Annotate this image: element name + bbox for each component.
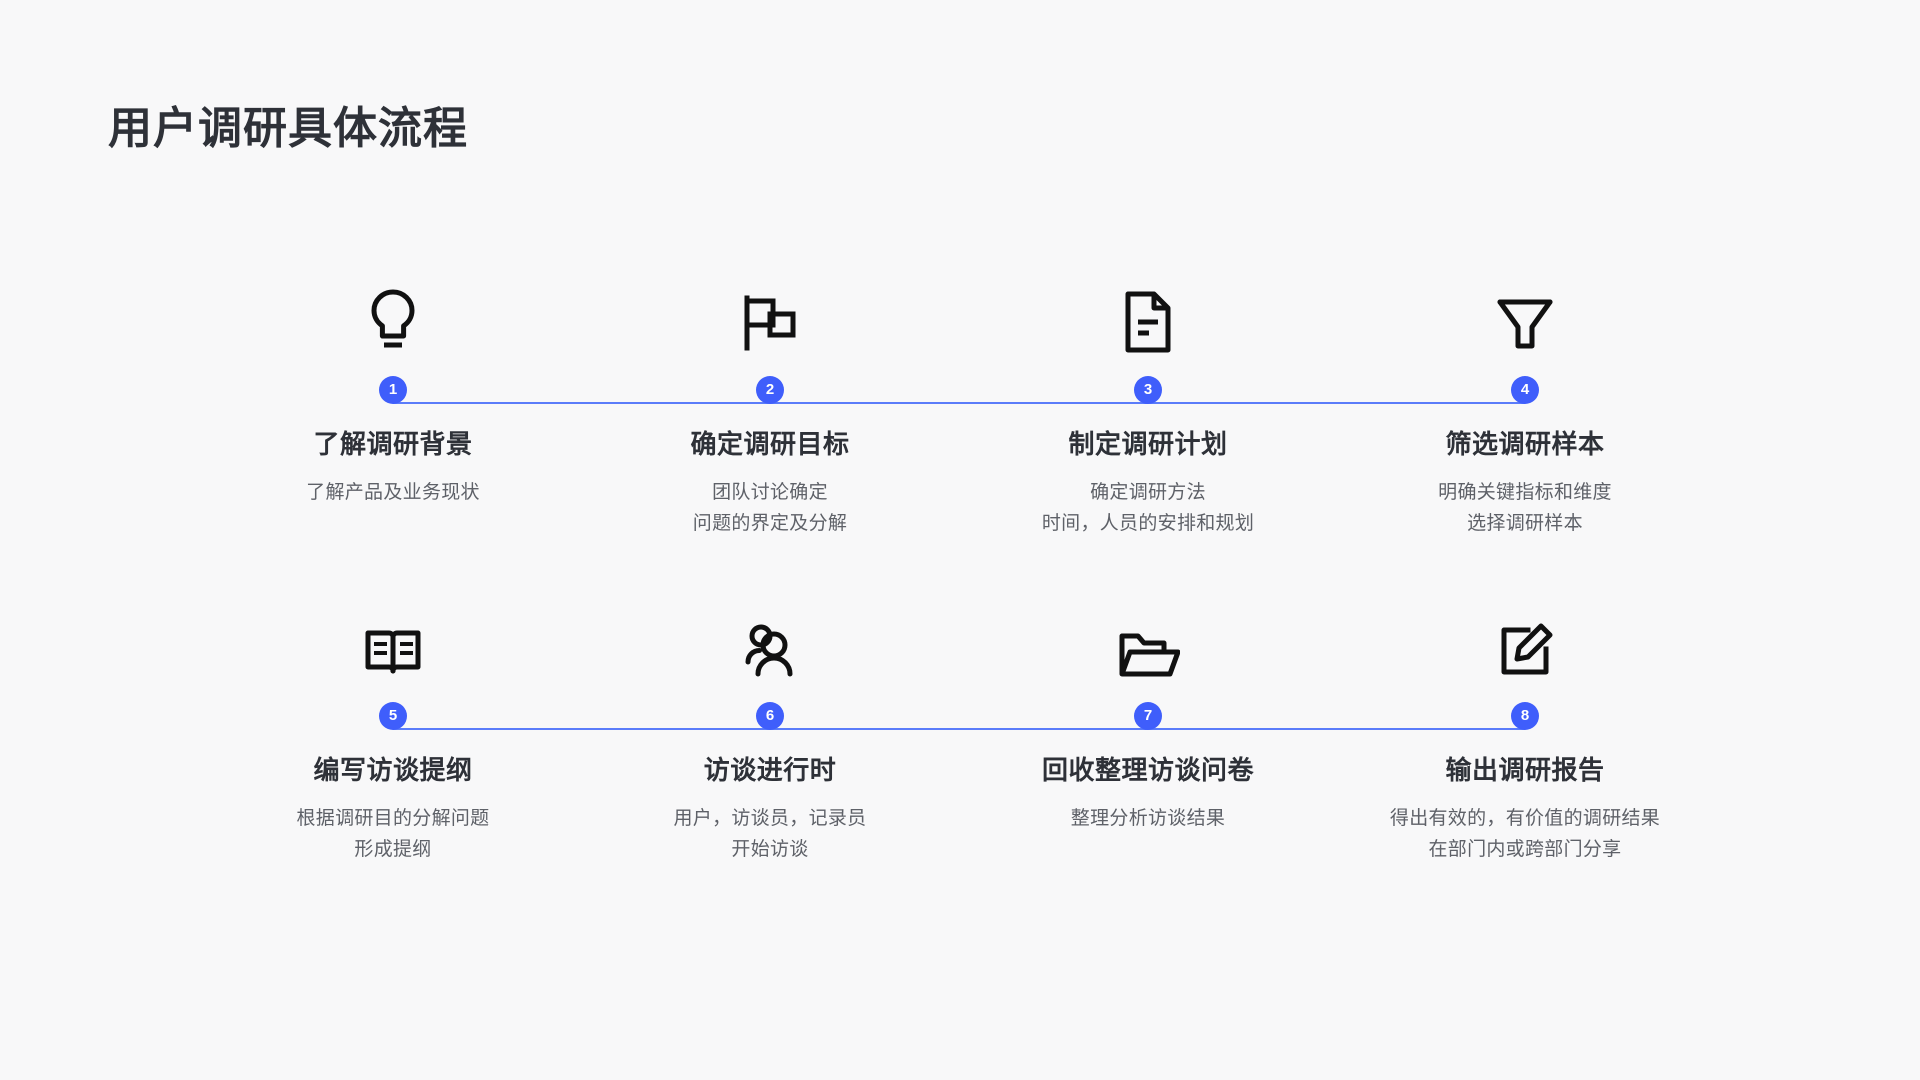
step-number-badge: 2 bbox=[756, 376, 784, 404]
step-description: 根据调研目的分解问题 形成提纲 bbox=[223, 803, 563, 865]
step-node-1: 1 bbox=[223, 376, 563, 404]
flow-row-1: 1 了解调研背景 了解产品及业务现状 2 确定调研目标 团队讨论确定 bbox=[0, 268, 1920, 568]
step-desc-line: 得出有效的，有价值的调研结果 bbox=[1389, 808, 1661, 829]
step-title: 访谈进行时 bbox=[703, 755, 837, 785]
step-desc-line: 了解产品及业务现状 bbox=[306, 482, 480, 503]
step-5[interactable]: 5 编写访谈提纲 根据调研目的分解问题 形成提纲 bbox=[223, 594, 563, 865]
lightbulb-icon bbox=[223, 268, 563, 354]
step-desc-line: 选择调研样本 bbox=[1467, 513, 1583, 534]
step-7[interactable]: 7 回收整理访谈问卷 整理分析访谈结果 bbox=[978, 594, 1318, 834]
step-4[interactable]: 4 筛选调研样本 明确关键指标和维度 选择调研样本 bbox=[1355, 268, 1695, 539]
edit-square-icon bbox=[1355, 594, 1695, 680]
document-icon bbox=[978, 268, 1318, 354]
step-node-5: 5 bbox=[223, 702, 563, 730]
step-node-3: 3 bbox=[978, 376, 1318, 404]
step-desc-line: 整理分析访谈结果 bbox=[1070, 808, 1226, 829]
open-folder-icon bbox=[978, 594, 1318, 680]
step-description: 了解产品及业务现状 bbox=[223, 477, 563, 508]
step-3[interactable]: 3 制定调研计划 确定调研方法 时间，人员的安排和规划 bbox=[978, 268, 1318, 539]
step-description: 得出有效的，有价值的调研结果 在部门内或跨部门分享 bbox=[1355, 803, 1695, 865]
flow-row-2: 5 编写访谈提纲 根据调研目的分解问题 形成提纲 6 访谈进行时 bbox=[0, 594, 1920, 894]
step-number-badge: 8 bbox=[1511, 702, 1539, 730]
step-desc-line: 形成提纲 bbox=[354, 839, 432, 860]
step-desc-line: 在部门内或跨部门分享 bbox=[1428, 839, 1622, 860]
step-desc-line: 问题的界定及分解 bbox=[692, 513, 848, 534]
step-title: 筛选调研样本 bbox=[1445, 429, 1605, 459]
step-description: 确定调研方法 时间，人员的安排和规划 bbox=[978, 477, 1318, 539]
step-node-2: 2 bbox=[600, 376, 940, 404]
step-1[interactable]: 1 了解调研背景 了解产品及业务现状 bbox=[223, 268, 563, 508]
step-desc-line: 团队讨论确定 bbox=[712, 482, 828, 503]
step-6[interactable]: 6 访谈进行时 用户，访谈员，记录员 开始访谈 bbox=[600, 594, 940, 865]
timeline-connector-row-1 bbox=[393, 402, 1525, 404]
step-desc-line: 明确关键指标和维度 bbox=[1438, 482, 1612, 503]
step-title: 确定调研目标 bbox=[690, 429, 850, 459]
step-title: 了解调研背景 bbox=[313, 429, 473, 459]
step-title: 输出调研报告 bbox=[1445, 755, 1605, 785]
step-node-8: 8 bbox=[1355, 702, 1695, 730]
open-book-icon bbox=[223, 594, 563, 680]
step-number-badge: 6 bbox=[756, 702, 784, 730]
step-8[interactable]: 8 输出调研报告 得出有效的，有价值的调研结果 在部门内或跨部门分享 bbox=[1355, 594, 1695, 865]
page-title: 用户调研具体流程 bbox=[108, 104, 468, 153]
people-icon bbox=[600, 594, 940, 680]
step-description: 整理分析访谈结果 bbox=[978, 803, 1318, 834]
step-description: 团队讨论确定 问题的界定及分解 bbox=[600, 477, 940, 539]
step-description: 明确关键指标和维度 选择调研样本 bbox=[1355, 477, 1695, 539]
step-description: 用户，访谈员，记录员 开始访谈 bbox=[600, 803, 940, 865]
funnel-filter-icon bbox=[1355, 268, 1695, 354]
step-node-6: 6 bbox=[600, 702, 940, 730]
step-node-7: 7 bbox=[978, 702, 1318, 730]
step-number-badge: 3 bbox=[1134, 376, 1162, 404]
step-2[interactable]: 2 确定调研目标 团队讨论确定 问题的界定及分解 bbox=[600, 268, 940, 539]
step-desc-line: 开始访谈 bbox=[731, 839, 809, 860]
step-number-badge: 7 bbox=[1134, 702, 1162, 730]
step-number-badge: 5 bbox=[379, 702, 407, 730]
step-desc-line: 时间，人员的安排和规划 bbox=[1041, 513, 1255, 534]
timeline-connector-row-2 bbox=[393, 728, 1525, 730]
step-node-4: 4 bbox=[1355, 376, 1695, 404]
step-desc-line: 确定调研方法 bbox=[1090, 482, 1206, 503]
step-desc-line: 根据调研目的分解问题 bbox=[296, 808, 490, 829]
step-number-badge: 1 bbox=[379, 376, 407, 404]
step-desc-line: 用户，访谈员，记录员 bbox=[673, 808, 867, 829]
flag-icon bbox=[600, 268, 940, 354]
step-title: 编写访谈提纲 bbox=[313, 755, 473, 785]
step-title: 回收整理访谈问卷 bbox=[1041, 755, 1254, 785]
step-title: 制定调研计划 bbox=[1068, 429, 1228, 459]
step-number-badge: 4 bbox=[1511, 376, 1539, 404]
